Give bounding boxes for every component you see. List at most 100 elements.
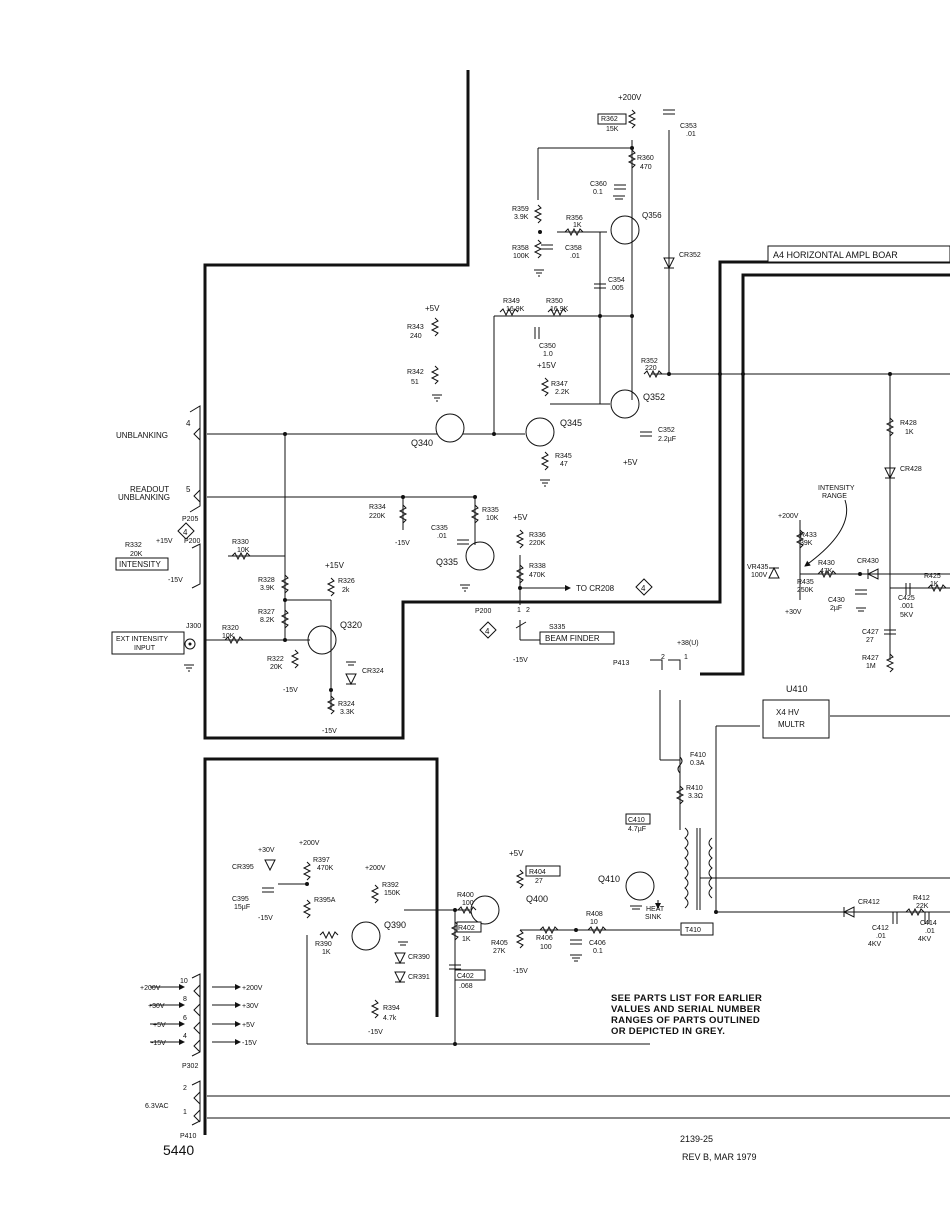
component-value: 10K: [222, 633, 235, 640]
component-value: 1K: [905, 429, 914, 436]
fuse-f410: [677, 756, 683, 774]
input-label: RANGE: [822, 493, 847, 500]
bus-label: -15V: [151, 1040, 166, 1047]
component-ref: R330: [232, 539, 249, 546]
component-value: 10: [590, 919, 598, 926]
component-ref: C412: [872, 925, 889, 932]
component-ref: CR395: [232, 864, 254, 871]
component-ref: R338: [529, 563, 546, 570]
revision-label: REV B, MAR 1979: [682, 1152, 757, 1162]
component-ref: R336: [529, 532, 546, 539]
bus-label: +200V: [140, 985, 161, 992]
connector-ref: P302: [182, 1063, 198, 1070]
part-code: 2139-25: [680, 1134, 713, 1144]
supply-label: +15V: [537, 361, 557, 370]
component-value: 0.3A: [690, 760, 705, 767]
supply-label: +30V: [785, 609, 802, 616]
component-value: 27K: [493, 948, 506, 955]
supply-label: -15V: [283, 687, 298, 694]
parts-note-line: VALUES AND SERIAL NUMBER: [611, 1004, 761, 1015]
pin-label: 4: [183, 1033, 187, 1040]
component-ref: R360: [637, 155, 654, 162]
input-label: UNBLANKING: [118, 493, 170, 502]
supply-label: +30V: [258, 847, 275, 854]
input-label: UNBLANKING: [116, 431, 168, 440]
pin-label: 6: [183, 1015, 187, 1022]
component-ref: CR390: [408, 954, 430, 961]
component-ref: C410: [628, 817, 645, 824]
component-ref: R430: [818, 560, 835, 567]
component-value: 2.2µF: [658, 436, 676, 443]
component-ref: R428: [900, 420, 917, 427]
pin-label: 10: [180, 978, 188, 985]
component-ref: R400: [457, 892, 474, 899]
ground-symbols: [184, 195, 866, 962]
component-value: 100K: [513, 253, 530, 260]
component-ref: R404: [529, 869, 546, 876]
component-ref: R342: [407, 369, 424, 376]
diamond-markers: [177, 522, 653, 639]
component-value: 1M: [866, 663, 876, 670]
component-value: .01: [876, 933, 886, 940]
supply-label: +5V: [623, 458, 638, 467]
component-ref: U410: [786, 684, 808, 694]
junctions: [283, 146, 892, 1046]
marker-number: 4: [183, 528, 188, 537]
component-value: 240: [410, 333, 422, 340]
component-ref: R332: [125, 542, 142, 549]
component-value: X4 HV: [776, 708, 800, 717]
component-value: 220: [645, 365, 657, 372]
input-label: INTENSITY: [818, 485, 855, 492]
component-value: 4KV: [868, 941, 882, 948]
capacitors: [262, 109, 930, 970]
pin-label: 8: [183, 996, 187, 1003]
component-ref: R352: [641, 358, 658, 365]
transistor-q320-symbol: [307, 625, 337, 655]
component-value: 3.3Ω: [688, 793, 703, 800]
bus-label: 6.3VAC: [145, 1103, 169, 1110]
component-value: .01: [570, 253, 580, 260]
component-value: 1K: [322, 949, 331, 956]
component-value: 47: [560, 461, 568, 468]
connector-ref: P200: [475, 608, 491, 615]
bus-label: +30V: [148, 1003, 165, 1010]
component-ref: R435: [797, 579, 814, 586]
transistor-q356-symbol: [610, 215, 640, 245]
component-value: 250K: [797, 587, 814, 594]
pin-label: 1: [684, 654, 688, 661]
component-value: 470: [640, 164, 652, 171]
input-label: HEAT: [646, 906, 665, 913]
component-ref: R433: [800, 532, 817, 539]
component-ref: R408: [586, 911, 603, 918]
component-value: 22K: [916, 903, 929, 910]
transistor-q340-symbol: [435, 413, 465, 443]
connector-ref: J300: [186, 623, 201, 630]
component-value: 0.1: [593, 189, 603, 196]
pin-label: 2: [526, 607, 530, 614]
component-ref: C358: [565, 245, 582, 252]
component-value: .01: [925, 928, 935, 935]
component-ref: VR435: [747, 564, 769, 571]
transistor-q345-symbol: [525, 417, 555, 447]
component-ref: R405: [491, 940, 508, 947]
component-ref: C430: [828, 597, 845, 604]
component-ref: C335: [431, 525, 448, 532]
component-ref: R402: [458, 925, 475, 932]
component-ref: R410: [686, 785, 703, 792]
component-value: 47K: [820, 568, 833, 575]
component-value: .01: [686, 131, 696, 138]
component-ref: R335: [482, 507, 499, 514]
component-ref: Q352: [643, 392, 665, 402]
labels: +200V R362 15K C353 .01 R360 470 C360 0.…: [116, 93, 941, 1162]
component-value: 39K: [800, 540, 813, 547]
diodes: [264, 257, 896, 984]
component-ref: C402: [457, 973, 474, 980]
parts-note-line: RANGES OF PARTS OUTLINED: [611, 1015, 760, 1026]
component-value: .068: [459, 983, 473, 990]
component-value: 470K: [317, 865, 334, 872]
transistors: [307, 215, 655, 951]
switch-s335: [515, 620, 540, 641]
connector-ref: P413: [613, 660, 629, 667]
component-ref: C414: [920, 920, 937, 927]
